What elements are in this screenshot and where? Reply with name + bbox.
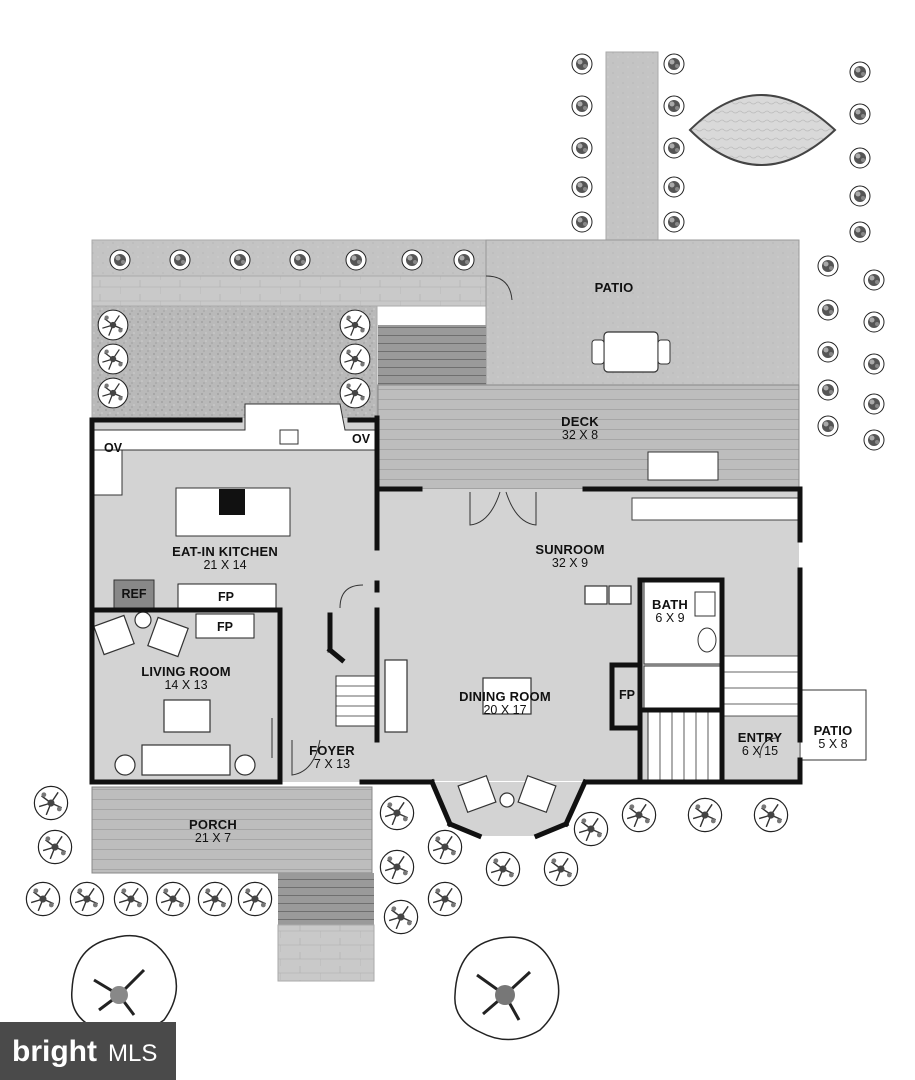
walls (89, 415, 803, 840)
bath-name: BATH (652, 597, 688, 612)
patio-side (799, 689, 867, 761)
living-dims: 14 X 13 (164, 677, 208, 692)
porch-name: PORCH (189, 817, 237, 832)
kitchen-counters (91, 403, 799, 537)
oven-left-tag: OV (103, 441, 123, 455)
kitchen-name: EAT-IN KITCHEN (172, 544, 278, 559)
upper-planter (91, 239, 487, 277)
bright-mls-logo: bright MLS (12, 1035, 157, 1068)
back-walkway (605, 51, 659, 241)
pool (688, 94, 837, 166)
fireplace-kitchen-tag: FP (218, 590, 234, 604)
tree-left (71, 934, 178, 1035)
svg-text:bright: bright (12, 1035, 97, 1068)
bath-dims: 6 X 9 (655, 610, 685, 625)
patio-back-label: PATIO (595, 281, 634, 295)
fireplace-living-tag: FP (217, 620, 233, 634)
porch (91, 786, 373, 874)
living-room-furniture (93, 611, 256, 776)
sunroom-name: SUNROOM (535, 542, 605, 557)
deck-name: DECK (561, 414, 599, 429)
foyer-label: FOYER 7 X 13 (309, 744, 355, 771)
front-steps (278, 873, 374, 925)
refrigerator-box (113, 579, 155, 609)
foyer-dims: 7 X 13 (313, 756, 351, 771)
kitchen-label: EAT-IN KITCHEN 21 X 14 (172, 545, 278, 572)
sunroom-label: SUNROOM 32 X 9 (535, 543, 604, 570)
dining-name: DINING ROOM (459, 689, 551, 704)
living-name: LIVING ROOM (141, 664, 231, 679)
dining-dims: 20 X 17 (483, 702, 527, 717)
bright-mls-watermark: bright MLS (0, 1022, 176, 1080)
living-label: LIVING ROOM 14 X 13 (141, 665, 231, 692)
bath-fixtures (643, 581, 723, 709)
entry-label: ENTRY 6 X 15 (738, 731, 783, 758)
kitchen-dims: 21 X 14 (203, 557, 247, 572)
entry-landing (721, 655, 799, 717)
doors (271, 491, 779, 776)
sunroom-dims: 32 X 9 (551, 555, 589, 570)
patio-side-label: PATIO 5 X 8 (814, 724, 853, 751)
entry-dims: 6 X 15 (741, 743, 779, 758)
interior-stairs (335, 675, 377, 727)
patio-side-dims: 5 X 8 (818, 736, 848, 751)
entry-name: ENTRY (737, 730, 783, 745)
patio-table (591, 331, 671, 373)
porch-label: PORCH 21 X 7 (189, 818, 237, 845)
deck-dims: 32 X 8 (561, 427, 599, 442)
refrigerator-tag: REF (121, 587, 147, 601)
deck-label: DECK 32 X 8 (561, 415, 599, 442)
oven-right-tag: OV (351, 432, 371, 446)
garden-bed (91, 305, 378, 419)
dining-furniture (384, 585, 632, 814)
porch-dims: 21 X 7 (194, 830, 232, 845)
bath-label: BATH 6 X 9 (652, 598, 688, 625)
fireplace-dining-tag: FP (619, 688, 635, 702)
front-walk (277, 924, 375, 982)
patio-side-name: PATIO (813, 723, 853, 738)
foyer-name: FOYER (309, 743, 355, 758)
svg-text:MLS: MLS (108, 1040, 157, 1067)
dining-label: DINING ROOM 20 X 17 (459, 690, 551, 717)
patio-back-name: PATIO (594, 280, 634, 295)
tree-right (454, 936, 560, 1041)
deck-bench (647, 451, 719, 481)
back-stairs (378, 325, 486, 385)
